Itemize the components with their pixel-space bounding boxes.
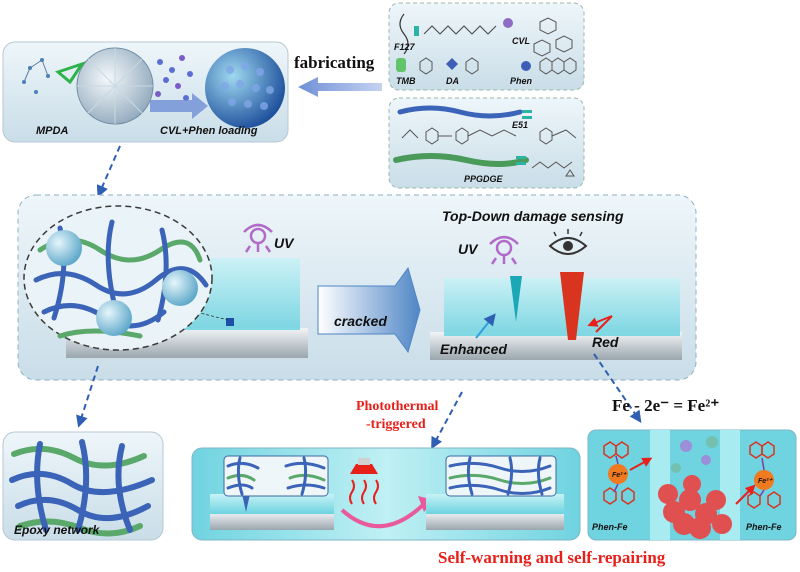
phen-fe-panel: Fe²⁺ Fe²⁺ Phen-Fe Phen-Fe bbox=[587, 429, 797, 541]
ppgdge-equals-icon bbox=[516, 156, 526, 159]
ppgdge-label: PPGDGE bbox=[464, 174, 504, 184]
uv-lamp-icon bbox=[243, 223, 273, 253]
ppgdge-structure bbox=[531, 161, 573, 169]
tmb-structure bbox=[419, 57, 433, 75]
tmb-bead-icon bbox=[396, 58, 406, 72]
fe-equation: Fe - 2e⁻ = Fe²⁺ bbox=[612, 396, 719, 415]
uv-lamp-icon-right bbox=[489, 235, 519, 265]
self-warning-label: Self-warning and self-repairing bbox=[438, 548, 666, 567]
enhanced-indicator-arrow bbox=[475, 313, 496, 339]
f127-label: F127 bbox=[394, 42, 416, 52]
red-particles bbox=[658, 475, 732, 539]
phen-fe-complex-left bbox=[603, 441, 635, 505]
nanosphere-2 bbox=[96, 300, 132, 336]
e51-chain-icon bbox=[397, 105, 523, 119]
uv-label-left: UV bbox=[274, 235, 295, 251]
eye-icon bbox=[548, 229, 588, 255]
substrate-right bbox=[430, 332, 682, 360]
fe-arrow-left bbox=[629, 457, 653, 471]
tmb-label: TMB bbox=[396, 76, 416, 86]
zoom-indicator bbox=[54, 61, 86, 85]
fe-ion-label-right: Fe²⁺ bbox=[758, 478, 774, 485]
cvl-phen-loading-label: CVL+Phen loading bbox=[160, 125, 258, 137]
triggered-label: -triggered bbox=[366, 417, 426, 432]
f127-equals-icon bbox=[414, 26, 419, 36]
coating-cracked bbox=[210, 494, 334, 514]
e51-equals-icon bbox=[522, 110, 532, 113]
crack-red bbox=[560, 272, 584, 340]
loading-arrow bbox=[150, 93, 208, 119]
crack-cyan bbox=[510, 276, 522, 322]
pore-molecule-bonds bbox=[23, 59, 49, 83]
cracked-arrow bbox=[317, 266, 421, 354]
phen-fe-label-right: Phen-Fe bbox=[746, 522, 782, 532]
red-label: Red bbox=[592, 334, 619, 350]
top-down-label: Top-Down damage sensing bbox=[442, 208, 624, 224]
cvl-structure bbox=[533, 17, 573, 57]
phen-fe-label-left: Phen-Fe bbox=[592, 522, 628, 532]
phen-structure bbox=[539, 57, 577, 75]
mpda-label: MPDA bbox=[36, 125, 68, 137]
repair-curved-arrow bbox=[340, 500, 428, 529]
damaged-network-drawing bbox=[226, 456, 326, 496]
red-indicator-arrow bbox=[587, 315, 613, 327]
cvl-label: CVL bbox=[512, 36, 530, 46]
epoxy-monomer-panel: E51 PPGDGE bbox=[388, 97, 585, 189]
f127-icon bbox=[399, 13, 409, 55]
loading-molecules bbox=[155, 55, 193, 101]
damage-sensing-panel: Top-Down damage sensing UV bbox=[17, 194, 697, 381]
ppgdge-chain-icon bbox=[393, 153, 529, 167]
loaded-sphere-texture bbox=[221, 62, 274, 110]
e51-label: E51 bbox=[512, 120, 528, 130]
phen-fe-complex-right bbox=[747, 441, 781, 509]
monomer-panel: F127 CVL TMB DA Phen bbox=[388, 2, 585, 91]
fe-arrow-right bbox=[735, 484, 756, 505]
epoxy-network-label: Epoxy network bbox=[14, 523, 101, 537]
uv-label-right: UV bbox=[458, 241, 479, 257]
e51-structure bbox=[401, 127, 577, 145]
phen-bead-icon bbox=[521, 61, 531, 71]
da-label: DA bbox=[446, 76, 459, 86]
epoxy-network-drawing bbox=[9, 439, 155, 537]
repaired-network-drawing bbox=[448, 456, 552, 496]
heat-lamp-icon bbox=[349, 458, 379, 505]
ion-particles bbox=[680, 440, 711, 465]
small-crack bbox=[242, 494, 250, 512]
fabricating-arrow bbox=[298, 77, 382, 97]
mpda-panel: MPDA CVL+Phen loading bbox=[2, 41, 289, 143]
cracked-label: cracked bbox=[334, 313, 387, 329]
fe-ion-label-left: Fe²⁺ bbox=[612, 472, 628, 479]
f127-structure bbox=[423, 25, 497, 35]
arrow-mpda-to-composite bbox=[96, 145, 121, 198]
sphere-pores bbox=[77, 48, 153, 124]
nanosphere-3 bbox=[162, 270, 198, 306]
da-structure bbox=[465, 57, 479, 75]
coating-repaired bbox=[426, 494, 564, 514]
fabricating-label: fabricating bbox=[294, 53, 375, 72]
cvl-bead-icon bbox=[503, 18, 513, 28]
photothermal-panel bbox=[191, 447, 581, 541]
phen-label: Phen bbox=[510, 76, 533, 86]
epoxy-network-panel: Epoxy network bbox=[2, 431, 164, 541]
arrow-to-phen-fe bbox=[593, 353, 642, 423]
enhanced-label: Enhanced bbox=[440, 341, 507, 357]
zoom-marker bbox=[226, 318, 234, 326]
nanosphere-1 bbox=[46, 230, 82, 266]
photothermal-label: Photothermal bbox=[356, 399, 439, 414]
da-bead-icon bbox=[446, 58, 458, 70]
